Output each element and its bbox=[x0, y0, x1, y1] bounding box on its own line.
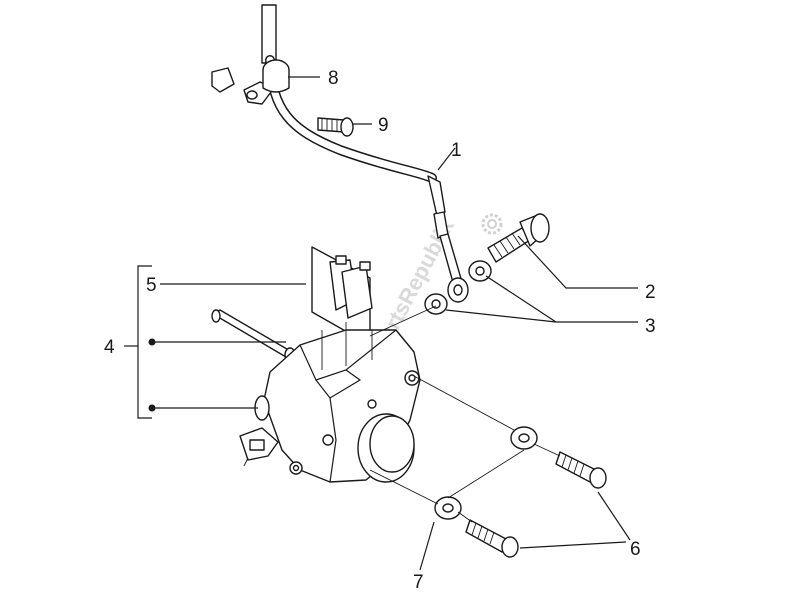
brake-hose bbox=[261, 4, 469, 303]
callout-labels: 1 2 3 4 5 6 7 8 9 bbox=[104, 68, 656, 593]
sealing-washers bbox=[424, 260, 492, 315]
callout-8: 8 bbox=[328, 68, 339, 89]
callout-5: 5 bbox=[146, 275, 157, 296]
leader-lines bbox=[124, 76, 638, 571]
clamp-screw bbox=[317, 117, 354, 137]
callout-2: 2 bbox=[645, 282, 656, 303]
brake-pads bbox=[311, 246, 373, 346]
pad-pin bbox=[211, 309, 296, 363]
watermark-gear-icon bbox=[481, 213, 503, 235]
brake-caliper bbox=[254, 322, 421, 483]
bleeder-valve bbox=[239, 427, 279, 467]
lower-mounting-bolt bbox=[465, 519, 519, 558]
callout-1: 1 bbox=[451, 140, 462, 161]
upper-mounting-bolt bbox=[555, 451, 607, 489]
callout-7: 7 bbox=[413, 572, 424, 593]
callout-4: 4 bbox=[104, 337, 115, 358]
banjo-bolt bbox=[487, 213, 550, 263]
lower-washer bbox=[434, 496, 462, 520]
assembly-guide-lines bbox=[369, 305, 561, 523]
callout-9: 9 bbox=[378, 115, 389, 136]
callout-6: 6 bbox=[630, 539, 641, 560]
hose-clamp bbox=[211, 59, 290, 105]
callout-3: 3 bbox=[645, 316, 656, 337]
upper-washer bbox=[510, 426, 538, 450]
